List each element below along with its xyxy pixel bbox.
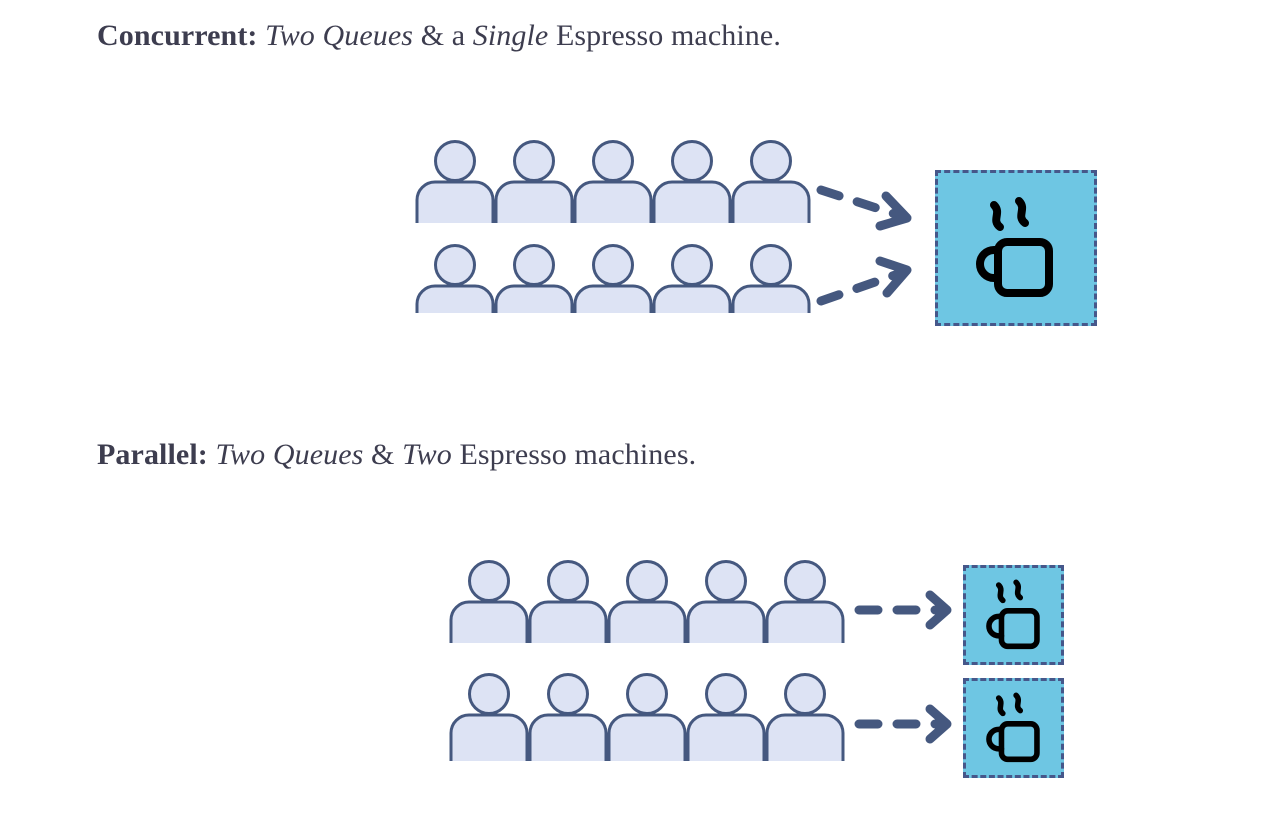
coffee-cup-icon <box>976 197 1053 297</box>
heading-parallel-lead: Parallel: <box>97 438 208 471</box>
heading-concurrent-emphasis-2: Single <box>472 19 549 52</box>
person-icon <box>765 560 845 643</box>
person-icon <box>528 560 608 643</box>
dashed-arrow-icon-parallel-2 <box>854 704 960 744</box>
person-icon <box>765 673 845 761</box>
heading-concurrent-emphasis-1: Two Queues <box>265 19 414 52</box>
heading-parallel-tail: Espresso machines. <box>451 438 697 471</box>
person-icon <box>494 140 574 223</box>
heading-concurrent-middle: & a <box>413 19 473 52</box>
person-icon <box>449 673 529 761</box>
heading-parallel: Parallel: Two Queues & Two Espresso mach… <box>97 437 696 473</box>
queue-row-concurrent-2 <box>413 244 825 313</box>
person-icon <box>573 244 653 313</box>
person-icon <box>652 140 732 223</box>
person-icon <box>607 560 687 643</box>
heading-parallel-emphasis-2: Two <box>402 438 452 471</box>
heading-concurrent-tail: Espresso machine. <box>548 19 781 52</box>
person-icon <box>731 244 811 313</box>
person-icon <box>607 673 687 761</box>
person-icon <box>652 244 732 313</box>
espresso-machine-parallel-2[interactable] <box>963 678 1064 778</box>
person-icon <box>528 673 608 761</box>
queue-row-parallel-1 <box>447 560 859 643</box>
person-icon <box>494 244 574 313</box>
queue-row-parallel-2 <box>447 673 859 761</box>
person-icon <box>686 673 766 761</box>
dashed-arrow-icon-parallel-1 <box>854 590 960 630</box>
heading-concurrent: Concurrent: Two Queues & a Single Espres… <box>97 18 781 54</box>
heading-parallel-middle: & <box>363 438 403 471</box>
heading-parallel-emphasis-1: Two Queues <box>215 438 364 471</box>
espresso-machine-concurrent[interactable] <box>935 170 1097 326</box>
espresso-machine-parallel-1[interactable] <box>963 565 1064 665</box>
coffee-cup-icon <box>985 692 1040 763</box>
dashed-arrow-icon-concurrent-1 <box>816 185 922 232</box>
coffee-cup-icon <box>985 579 1040 650</box>
heading-concurrent-lead: Concurrent: <box>97 19 258 52</box>
person-icon <box>415 244 495 313</box>
person-icon <box>573 140 653 223</box>
person-icon <box>415 140 495 223</box>
person-icon <box>686 560 766 643</box>
queue-row-concurrent-1 <box>413 140 825 223</box>
person-icon <box>449 560 529 643</box>
person-icon <box>731 140 811 223</box>
dashed-arrow-icon-concurrent-2 <box>816 256 922 306</box>
